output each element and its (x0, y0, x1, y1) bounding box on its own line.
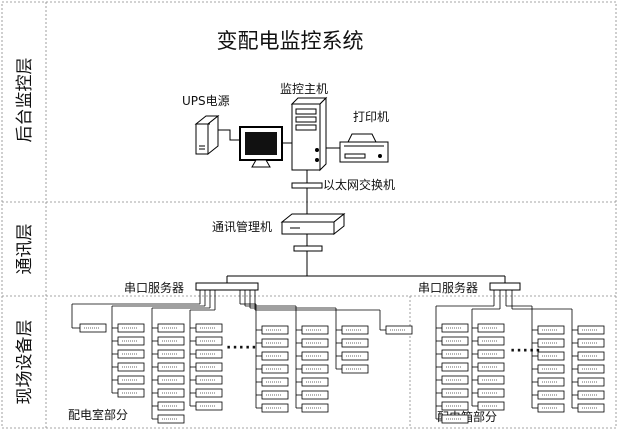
comm-manager-label: 通讯管理机 (212, 219, 272, 234)
switch-label: 以太网交换机 (323, 177, 395, 192)
field-devices (79, 323, 605, 424)
host-label: 监控主机 (280, 82, 328, 96)
connections (208, 123, 506, 283)
printer-icon (339, 133, 389, 163)
ellipsis-right: ····· (510, 343, 542, 359)
printer-label: 打印机 (353, 110, 389, 124)
layer-label-field: 现场设备层 (15, 320, 35, 405)
comm-manager-icon (280, 212, 346, 236)
field-wiring (71, 290, 578, 420)
ups-icon (194, 114, 220, 156)
serial-server-right-label: 串口服务器 (418, 280, 478, 295)
layer-label-comm: 通讯层 (15, 224, 35, 275)
ellipsis-left: ····· (226, 340, 258, 356)
ups-label: UPS电源 (182, 94, 230, 108)
monitor-icon (239, 126, 283, 168)
diagram-title: 变配电监控系统 (217, 29, 364, 53)
ethernet-switch-icon (291, 182, 323, 189)
serial-server-left-label: 串口服务器 (124, 280, 184, 295)
serial-server-left-icon (195, 282, 259, 291)
section-label-substation: 配电室部分 (68, 407, 128, 422)
host-computer-icon (290, 96, 328, 172)
layer-label-backend: 后台监控层 (15, 58, 35, 143)
comm-manager-port-bar (293, 245, 323, 252)
serial-server-right-icon (489, 282, 521, 291)
